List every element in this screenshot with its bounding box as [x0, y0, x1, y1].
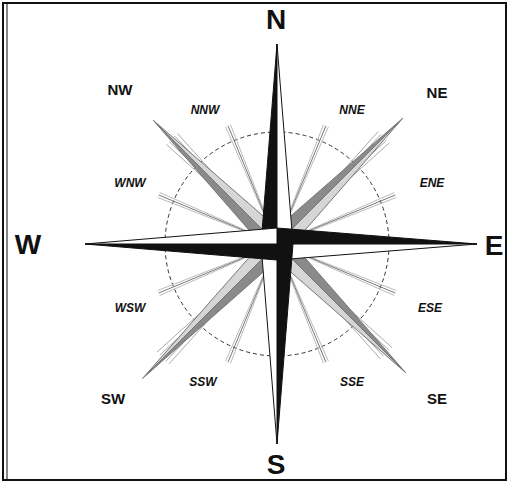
cardinal-label: S — [267, 451, 286, 479]
frame-line — [7, 3, 8, 480]
direction-label: WSW — [115, 302, 146, 314]
direction-label: SSE — [340, 376, 364, 388]
direction-label: NE — [427, 85, 448, 100]
cardinal-point — [277, 228, 477, 244]
cardinal-label: E — [485, 232, 504, 260]
cardinal-point — [277, 244, 293, 444]
direction-label: ESE — [418, 302, 442, 314]
direction-label: SE — [427, 391, 447, 406]
frame — [3, 3, 506, 480]
cardinal-point — [85, 244, 277, 260]
direction-label: NW — [108, 82, 133, 97]
cardinal-label: W — [15, 231, 41, 259]
cardinal-point — [261, 244, 277, 444]
cardinal-point — [85, 228, 277, 244]
direction-label: NNW — [191, 104, 220, 116]
direction-label: SW — [101, 391, 125, 406]
direction-label: ENE — [420, 177, 445, 189]
direction-label: NNE — [339, 104, 364, 116]
direction-label: WNW — [114, 177, 145, 189]
cardinal-point — [277, 44, 293, 244]
cardinal-point — [277, 244, 477, 260]
direction-label: SSW — [189, 376, 216, 388]
cardinal-label: N — [266, 6, 286, 34]
cardinal-point — [261, 44, 277, 244]
